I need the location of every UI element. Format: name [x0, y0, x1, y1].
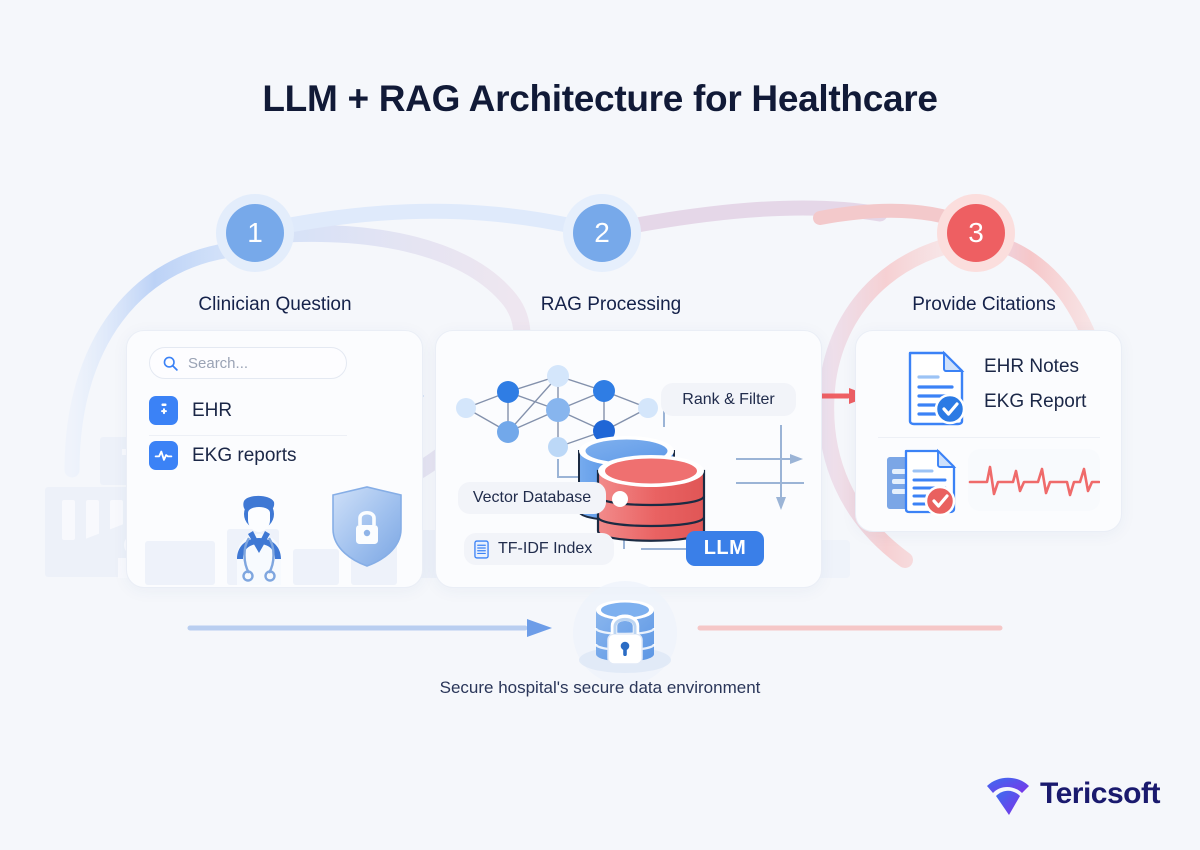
- citation-ekg-report-label: EKG Report: [984, 391, 1087, 412]
- ekg-waveform-icon: [968, 465, 1101, 497]
- documents-check-red-icon: [887, 448, 957, 517]
- document-list-icon: [474, 539, 489, 559]
- page-title: LLM + RAG Architecture for Healthcare: [262, 78, 938, 119]
- card-rag-processing: Rank & Filter Vector Database TF-IDF: [435, 330, 822, 588]
- card3-divider: [878, 437, 1100, 438]
- vector-database-label: Vector Database: [472, 489, 592, 506]
- search-placeholder-text: Search...: [188, 354, 249, 372]
- list-item-ehr[interactable]: EHR: [149, 396, 349, 425]
- secure-environment-caption: Secure hospital's secure data environmen…: [439, 678, 761, 697]
- wifi-signal-icon: [987, 777, 1029, 815]
- document-check-blue-icon: [908, 350, 966, 426]
- citation-ehr-notes[interactable]: EHR Notes: [984, 356, 1079, 378]
- ekg-waveform-panel: [968, 449, 1101, 511]
- card1-illustration: [145, 486, 402, 585]
- brand-logo[interactable]: Tericsoft: [985, 772, 1160, 816]
- list-item-ehr-label: EHR: [192, 399, 233, 421]
- search-icon: [163, 356, 178, 371]
- list-item-ekg-reports[interactable]: EKG reports: [149, 441, 349, 470]
- vector-database-block[interactable]: Vector Database: [458, 482, 606, 514]
- search-input[interactable]: Search...: [149, 347, 347, 379]
- step-3-circle[interactable]: 3: [947, 204, 1005, 262]
- rank-and-filter-block[interactable]: Rank & Filter: [661, 383, 796, 416]
- rank-and-filter-label: Rank & Filter: [682, 390, 775, 408]
- citation-ekg-report[interactable]: EKG Report: [984, 391, 1086, 413]
- citation-ehr-notes-label: EHR Notes: [984, 356, 1080, 377]
- doctor-avatar-icon: [237, 495, 281, 585]
- card-clinician-question: Search... EHR: [126, 330, 423, 588]
- step-1-label: Clinician Question: [198, 294, 352, 315]
- connector-band-left: [64, 240, 263, 478]
- heartbeat-icon: [149, 441, 178, 470]
- bottom-flow-arrows: [187, 619, 1003, 637]
- red-database-icon: [596, 455, 706, 542]
- llm-button-label: LLM: [703, 537, 747, 559]
- brand-logo-text: Tericsoft: [1040, 777, 1160, 810]
- neural-network-icon: [456, 365, 658, 457]
- step-2-circle[interactable]: 2: [573, 204, 631, 262]
- llm-button[interactable]: LLM: [686, 531, 764, 566]
- connector-arc-1-2: [247, 203, 608, 240]
- card2-diagram: [456, 365, 804, 554]
- secure-database-lock-icon: [573, 581, 677, 685]
- tf-idf-index-block[interactable]: TF-IDF Index: [464, 533, 614, 565]
- list-item-ekg-label: EKG reports: [192, 444, 297, 466]
- list-divider: [149, 435, 347, 436]
- step-2-label: RAG Processing: [540, 294, 682, 315]
- card-provide-citations: EHR Notes EKG Report: [855, 330, 1122, 532]
- step-3-label: Provide Citations: [912, 294, 1056, 315]
- medical-kit-icon: [149, 396, 178, 425]
- shield-lock-icon: [332, 486, 402, 567]
- step-1-circle[interactable]: 1: [226, 204, 284, 262]
- tf-idf-index-label: TF-IDF Index: [498, 540, 593, 557]
